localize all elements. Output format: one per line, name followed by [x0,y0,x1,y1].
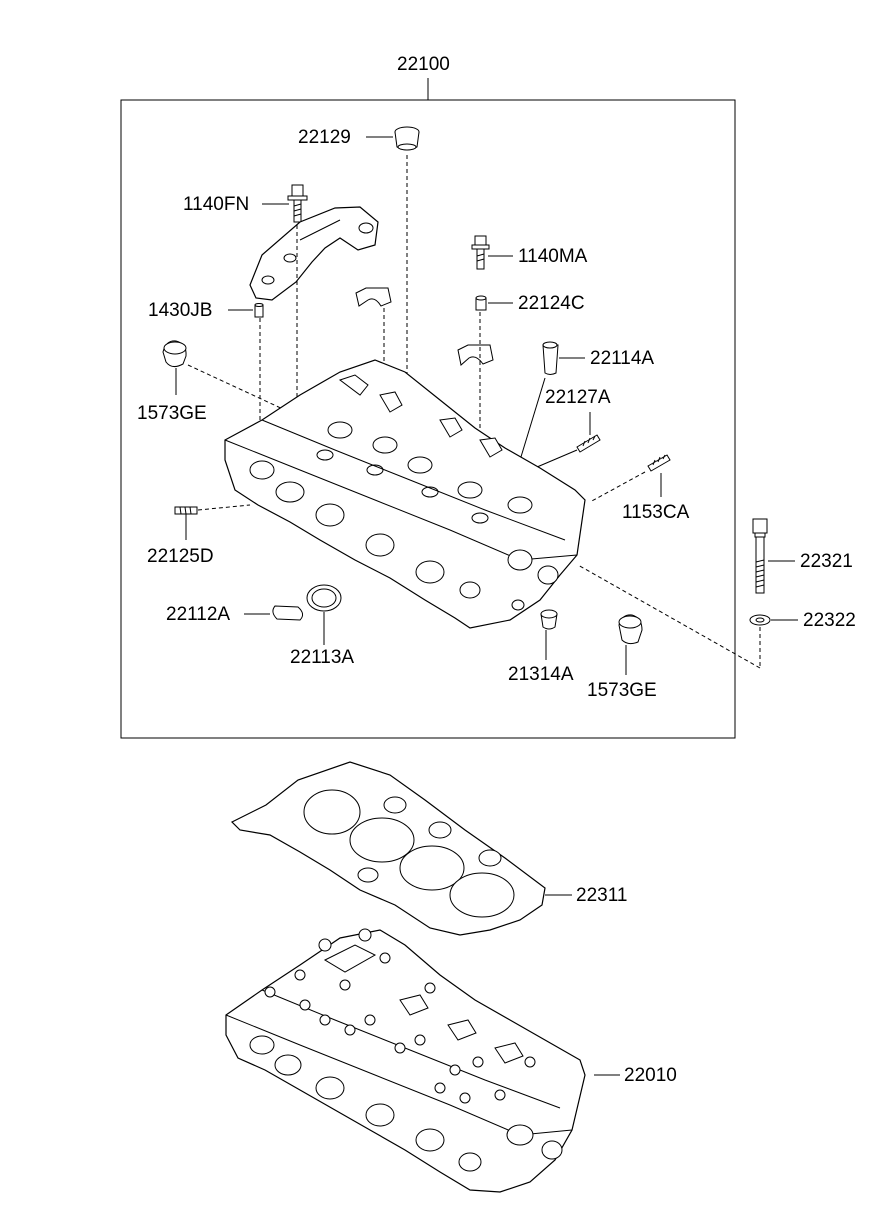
stud-a-part [576,434,601,453]
label-22112a: 22112A [166,604,231,625]
label-22124c: 22124C [518,293,585,314]
stud-d-part [174,506,198,515]
seal-part [272,605,304,621]
bracket-part [249,206,379,301]
label-22321: 22321 [800,551,853,572]
washer-part [749,614,771,626]
tube-part [542,341,559,375]
label-22125d: 22125D [147,546,214,567]
bearing-cap-a [355,287,392,307]
dowel-c-part [475,295,487,311]
cap-left-axis [187,364,286,411]
label-22114a: 22114A [590,348,655,369]
label-1140ma: 1140MA [518,246,588,267]
cap-left-part [162,340,187,368]
label-22127a: 22127A [545,387,611,408]
gasket-part [230,761,546,936]
washer-axis-b [577,564,761,669]
label-21314a: 21314A [508,664,574,685]
label-1430jb: 1430JB [148,300,213,321]
label-22010: 22010 [624,1065,677,1086]
label-1573ge-right: 1573GE [587,680,657,701]
label-1153ca: 1153CA [622,502,690,523]
label-22311: 22311 [576,885,628,906]
cap-right-part [618,614,643,645]
label-22322: 22322 [803,610,856,631]
dowel-jb-part [254,303,264,318]
head-bolt-part [752,518,768,594]
label-1140fn: 1140FN [183,194,250,215]
label-22100: 22100 [397,54,450,75]
stud-ca-part [647,454,671,472]
stud-d-axis [197,504,251,511]
stud-ca-axis [589,471,646,503]
sleeve-part [540,609,558,630]
label-1573ge-left: 1573GE [137,403,207,424]
label-22113a: 22113A [290,647,355,668]
plug-part [394,126,420,151]
bearing-cap-b [457,344,494,366]
bolt-fn-part [287,184,308,223]
cylinder-head-main [224,359,586,629]
head-sub-part [225,928,586,1193]
tube-line [516,377,546,471]
bolt-ma-part [471,235,490,270]
ring-part [306,584,342,612]
label-22129: 22129 [298,127,351,148]
